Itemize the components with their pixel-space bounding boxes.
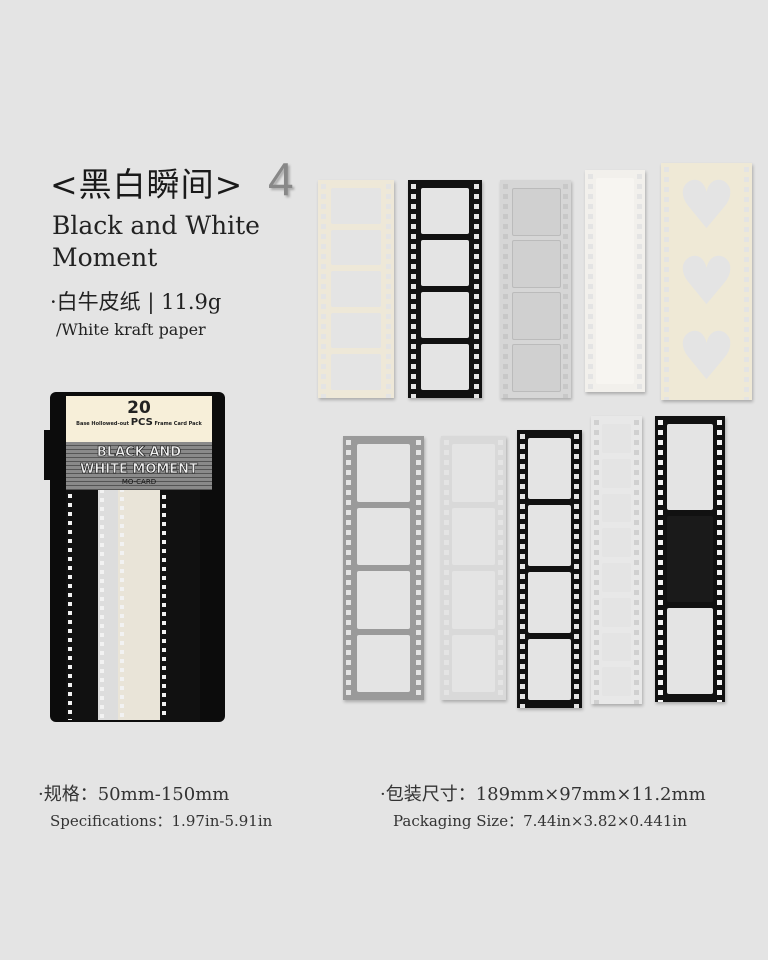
spec-package-cn: ·包装尺寸：189mm×97mm×11.2mm [380, 784, 706, 805]
frame-window [452, 571, 495, 629]
frame-window [602, 458, 631, 488]
heart-cutout: ♥ [676, 242, 737, 320]
package-label: 20 Base Hollowed-out PCS Frame Card Pack [66, 396, 212, 442]
frame-window [452, 507, 495, 565]
film-strip: ♥♥♥ [661, 163, 752, 400]
film-strip [408, 180, 482, 398]
film-strip [591, 416, 642, 704]
frame-window [602, 563, 631, 592]
package-name-band: BLACK AND WHITE MOMENT MO-CARD [66, 442, 212, 490]
frame-window [421, 240, 469, 286]
frame-window [421, 188, 469, 234]
package-brand: MO-CARD [121, 478, 157, 486]
package-count: 20 [127, 398, 151, 418]
title-chinese: <黑白瞬间> [50, 165, 244, 204]
heart-cutout: ♥ [676, 167, 737, 244]
frame-window [667, 424, 713, 510]
film-strip [655, 416, 725, 702]
frame-window [667, 608, 713, 694]
package-sub-left: Base Hollowed-out [76, 421, 129, 427]
spec-size-cn: ·规格：50mm-150mm [38, 784, 230, 805]
frame-window [512, 240, 561, 288]
frame-window [331, 312, 381, 349]
title-english-line2: Moment [52, 243, 158, 272]
package-pcs: PCS [130, 417, 153, 428]
title-english: Black and White Moment [52, 210, 260, 274]
frame-window [357, 571, 410, 629]
frame-window [667, 516, 713, 602]
frame-window [512, 292, 561, 340]
frame-window [528, 639, 571, 700]
package-subtitle: Base Hollowed-out PCS Frame Card Pack [66, 417, 212, 428]
film-strip [318, 180, 394, 398]
frame-window [331, 354, 381, 390]
frame-window [452, 634, 495, 692]
package-film-strip [160, 450, 200, 720]
variant-number: 4 [268, 153, 294, 205]
frame-window [602, 424, 631, 453]
frame-window [357, 507, 410, 565]
film-strip [585, 170, 645, 392]
frame-window [452, 444, 495, 502]
frame-window [528, 438, 571, 499]
package-name-line2: WHITE MOMENT [80, 462, 198, 478]
heart-cutout: ♥ [676, 318, 737, 396]
package-sub-right: Frame Card Pack [154, 421, 202, 427]
frame-window [512, 188, 561, 236]
frame-window [331, 229, 381, 266]
film-strip [441, 436, 506, 700]
package-name-line1: BLACK AND [96, 445, 182, 461]
frame-window [602, 667, 631, 696]
film-strip [500, 180, 571, 398]
title-english-line1: Black and White [52, 211, 260, 240]
film-strip [343, 436, 424, 700]
spec-size-en: Specifications：1.97in-5.91in [50, 812, 273, 830]
frame-window [512, 344, 561, 392]
frame-window [357, 634, 410, 692]
frame-window [602, 632, 631, 662]
frame-window [602, 597, 631, 627]
frame-window [596, 178, 634, 384]
frame-window [421, 344, 469, 390]
frame-window [528, 505, 571, 566]
film-strip [517, 430, 582, 708]
frame-window [602, 493, 631, 523]
frame-window [602, 528, 631, 557]
material-english: /White kraft paper [56, 320, 206, 339]
material-chinese: ·白牛皮纸 | 11.9g [50, 290, 222, 314]
frame-window [421, 292, 469, 338]
spec-package-en: Packaging Size：7.44in×3.82×0.441in [393, 812, 687, 830]
frame-window [357, 444, 410, 502]
frame-window [528, 572, 571, 633]
frame-window [331, 188, 381, 224]
frame-window [331, 271, 381, 307]
